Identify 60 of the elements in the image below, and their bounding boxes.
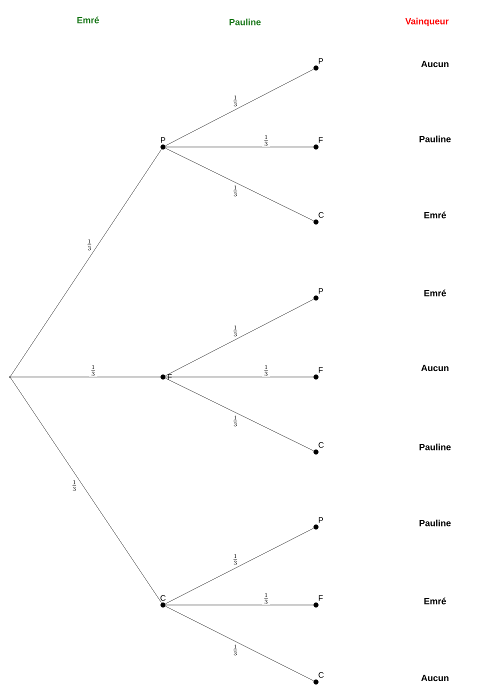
- winner-label: Aucun: [421, 60, 448, 68]
- tree-point: F: [314, 595, 323, 608]
- probability-label: $\frac{1}{3}$: [233, 326, 238, 336]
- node-label: C: [160, 595, 166, 601]
- tree-branch: [166, 376, 314, 378]
- node-label: F: [318, 367, 323, 373]
- column-heading: Emré: [77, 16, 99, 24]
- probability-label: $\frac{1}{3}$: [233, 416, 238, 426]
- tree-point: F: [160, 374, 172, 380]
- node-label: C: [318, 672, 324, 678]
- tree-point: P: [160, 137, 166, 150]
- node-label: F: [168, 374, 172, 380]
- winner-label: Emré: [424, 290, 446, 296]
- node-label: C: [318, 212, 324, 218]
- tree-branch: [166, 604, 314, 606]
- tree-point: P: [314, 58, 324, 70]
- column-heading: Pauline: [230, 18, 261, 26]
- tree-branch: [165, 378, 314, 451]
- probability-label: $\frac{1}{3}$: [233, 96, 238, 106]
- probability-label: $\frac{1}{3}$: [233, 554, 238, 565]
- tree-branch: [166, 146, 314, 148]
- winner-label: Emré: [424, 212, 446, 218]
- tree-point: P: [314, 517, 324, 530]
- tree-branch: [165, 606, 314, 681]
- tree-point: F: [314, 137, 323, 150]
- probability-label: $\frac{1}{3}$: [91, 365, 95, 376]
- tree-branch: [10, 378, 162, 603]
- column-heading: Vainqueur: [405, 18, 449, 26]
- winner-label: Emré: [424, 598, 446, 604]
- probability-label: $\frac{1}{3}$: [72, 480, 76, 491]
- node-label: P: [160, 137, 166, 143]
- tree-branch: [165, 148, 314, 221]
- winner-label: Pauline: [420, 520, 451, 526]
- tree-point: C: [314, 442, 324, 454]
- tree-branch: [165, 528, 314, 604]
- tree-branch: [10, 376, 160, 378]
- probability-label: $\frac{1}{3}$: [233, 644, 238, 656]
- node-label: F: [318, 595, 323, 601]
- tree-branch: [165, 299, 314, 376]
- tree-point: C: [314, 672, 324, 684]
- tree-branch: [10, 149, 162, 376]
- node-label: P: [318, 58, 324, 64]
- winner-label: Pauline: [420, 444, 451, 450]
- node-label: P: [318, 288, 324, 294]
- tree-point: F: [314, 367, 323, 380]
- tree-point: C: [314, 212, 324, 224]
- winner-label: Aucun: [421, 364, 448, 372]
- winner-label: Aucun: [421, 674, 448, 682]
- tree-branch: [165, 69, 314, 146]
- probability-label: $\frac{1}{3}$: [264, 135, 268, 146]
- probability-label: $\frac{1}{3}$: [233, 186, 238, 196]
- probability-label: $\frac{1}{3}$: [88, 239, 92, 250]
- winner-label: Pauline: [420, 136, 451, 142]
- node-label: P: [318, 517, 324, 523]
- node-label: C: [318, 442, 324, 448]
- node-label: F: [318, 137, 323, 143]
- probability-label: $\frac{1}{3}$: [264, 365, 268, 376]
- probability-label: $\frac{1}{3}$: [264, 593, 268, 604]
- tree-point: P: [314, 288, 324, 300]
- tree-point: C: [160, 595, 166, 608]
